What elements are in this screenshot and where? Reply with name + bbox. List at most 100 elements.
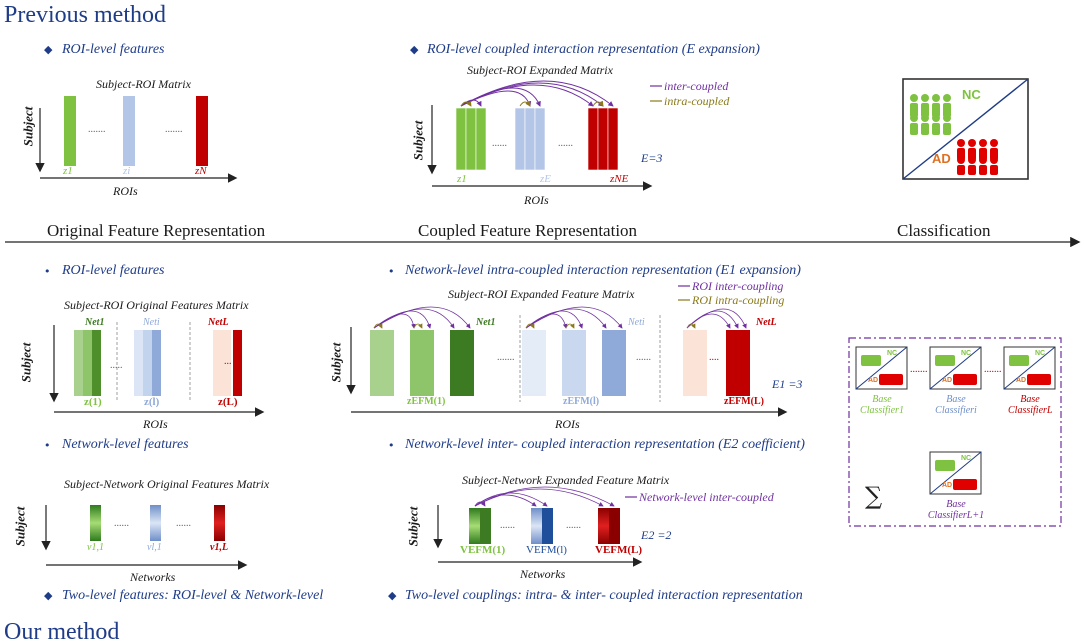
top-exp-col-label-2: zE xyxy=(540,173,551,185)
bottom-network-expanded-matrix: ...... ...... xyxy=(433,486,643,567)
top-col-label-2: zi xyxy=(123,165,131,177)
v-label-1: v1,1 xyxy=(87,542,104,553)
network-subject-label: Subject xyxy=(12,506,28,547)
roi-column-blue xyxy=(123,96,135,166)
diamond-bullet-icon: ◆ xyxy=(388,589,397,602)
z-label-2: z(l) xyxy=(144,396,160,408)
z-label-1: z(1) xyxy=(84,396,102,408)
mini-ad-label: AD xyxy=(942,482,953,489)
mini-ad-label: AD xyxy=(1016,377,1027,384)
ensemble-classifiers-box: ....... ....... xyxy=(848,337,1062,527)
top-expanded-matrix: ...... ...... xyxy=(427,80,662,191)
svg-text:.....: ..... xyxy=(110,360,123,371)
top-roi-matrix: ....... ....... xyxy=(35,96,238,183)
intra-net-label-1: Net1 xyxy=(476,317,496,328)
legend-intra-coupled: intra-coupled xyxy=(664,94,730,108)
two-level-features: Two-level features: ROI-level & Network-… xyxy=(62,588,324,603)
top-rois-label: ROIs xyxy=(113,184,138,198)
nc-people-icon xyxy=(910,94,951,135)
svg-text:.......: ....... xyxy=(165,124,183,135)
legend-roi-inter: ROI inter-coupling xyxy=(692,279,784,293)
vefm-label-2: VEFM(l) xyxy=(526,544,567,556)
base-classifier-L-plus-1: Base ClassifierL+1 xyxy=(927,499,985,521)
svg-text:....: .... xyxy=(709,352,719,363)
network-features-title: Network-level features xyxy=(62,437,189,452)
inter-subject-label: Subject xyxy=(405,506,421,547)
net-expanded-title: Subject-Network Expanded Feature Matrix xyxy=(462,473,670,487)
svg-text:......: ...... xyxy=(636,352,651,363)
bottom-roi-features-title: ROI-level features xyxy=(62,263,165,278)
intra-subject-label: Subject xyxy=(328,342,344,383)
stage-classification-label: Classification xyxy=(897,221,991,240)
e1-value: E1 =3 xyxy=(772,377,803,391)
base-classifier-i: Base Classifieri xyxy=(935,394,977,416)
dot-bullet-icon: • xyxy=(388,265,395,278)
mini-nc-label: NC xyxy=(961,350,972,357)
top-col-label-3: zN xyxy=(195,165,207,177)
intra-net-label-2: Neti xyxy=(628,317,645,328)
our-method-heading: Our method xyxy=(4,619,120,642)
net-label-2: Neti xyxy=(143,317,160,328)
legend-roi-intra: ROI intra-coupling xyxy=(692,293,785,307)
v-label-3: v1,L xyxy=(210,542,229,553)
roi-column-green xyxy=(64,96,76,166)
top-exp-subject-label: Subject xyxy=(410,120,426,161)
legend-inter-coupled: inter-coupled xyxy=(664,79,729,93)
networks-label: Networks xyxy=(130,570,176,584)
intra-net-label-3: NetL xyxy=(756,317,777,328)
nc-label: NC xyxy=(962,87,981,102)
v-label-2: vl,1 xyxy=(147,542,162,553)
svg-text:......: ...... xyxy=(114,518,129,529)
svg-text:......: ...... xyxy=(176,518,191,529)
top-coupled-title: ROI-level coupled interaction representa… xyxy=(427,42,760,57)
vefm-label-1: VEFM(1) xyxy=(460,544,506,556)
e2-value: E2 =2 xyxy=(641,528,672,542)
mini-ad-label: AD xyxy=(868,377,879,384)
vefm-label-3: VEFM(L) xyxy=(595,544,643,556)
diamond-bullet-icon: ◆ xyxy=(44,43,53,56)
two-level-couplings: Two-level couplings: intra- & inter- cou… xyxy=(405,588,803,603)
top-e-value: E=3 xyxy=(641,151,663,165)
diamond-bullet-icon: ◆ xyxy=(410,43,419,56)
svg-text:.......: ....... xyxy=(910,364,928,375)
intra-title: Network-level intra-coupled interaction … xyxy=(405,263,801,278)
net-label-3: NetL xyxy=(208,317,229,328)
classification-box xyxy=(902,78,1029,180)
bottom-rois-label: ROIs xyxy=(143,417,168,431)
top-exp-col-label-1: z1 xyxy=(457,173,467,185)
mini-nc-label: NC xyxy=(961,455,972,462)
inter-networks-label: Networks xyxy=(520,567,566,581)
net-matrix-title: Subject-Network Original Features Matrix xyxy=(64,477,270,491)
sum-symbol: ∑ xyxy=(865,482,883,510)
base-classifier-1: Base Classifier1 xyxy=(860,394,904,416)
stage-original-label: Original Feature Representation xyxy=(47,221,266,240)
svg-text:......: ...... xyxy=(566,520,581,531)
legend-net-inter: Network-level inter-coupled xyxy=(639,490,774,504)
mini-nc-label: NC xyxy=(1035,350,1046,357)
diamond-bullet-icon: ◆ xyxy=(44,589,53,602)
dot-bullet-icon: • xyxy=(388,439,395,452)
mini-nc-label: NC xyxy=(887,350,898,357)
top-expanded-matrix-title: Subject-ROI Expanded Matrix xyxy=(467,63,613,77)
base-classifier-L: Base ClassifierL xyxy=(1008,394,1053,416)
svg-text:...: ... xyxy=(224,356,232,367)
top-roi-features-title: ROI-level features xyxy=(62,42,165,57)
ad-label: AD xyxy=(932,151,951,166)
bottom-roi-orig-matrix: ..... ... xyxy=(49,322,265,417)
zefm-label-3: zEFM(L) xyxy=(724,396,764,407)
zefm-label-1: zEFM(1) xyxy=(407,396,446,407)
bottom-roi-expanded-matrix: ....... ...... .... xyxy=(346,285,788,417)
svg-text:......: ...... xyxy=(500,520,515,531)
dot-bullet-icon: • xyxy=(44,439,51,452)
bottom-subject-label: Subject xyxy=(18,342,34,383)
svg-text:.......: ....... xyxy=(88,124,106,135)
svg-text:.......: ....... xyxy=(984,364,1002,375)
zefm-label-2: zEFM(l) xyxy=(563,396,600,407)
expanded-feature-title: Subject-ROI Expanded Feature Matrix xyxy=(448,287,635,301)
previous-method-heading: Previous method xyxy=(4,2,166,28)
top-matrix-title: Subject-ROI Matrix xyxy=(96,77,191,91)
net-label-1: Net1 xyxy=(85,317,105,328)
top-col-label-1: z1 xyxy=(63,165,73,177)
